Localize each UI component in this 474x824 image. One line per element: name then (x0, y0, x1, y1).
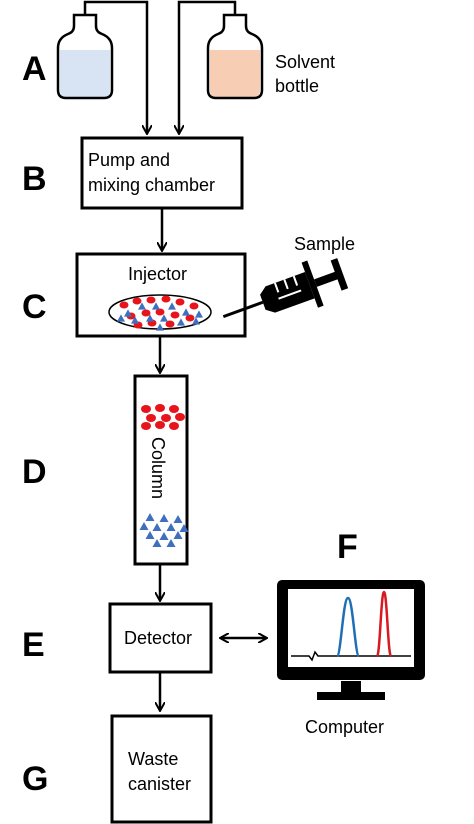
waste-label-line1: Waste (128, 749, 178, 769)
sample-particle-red (165, 320, 175, 328)
step-letter-g: G (22, 760, 48, 798)
column-blue-band (139, 512, 189, 548)
sample-particle-blue (138, 302, 146, 310)
sample-particle-blue (152, 302, 160, 310)
sample-particle-red (155, 308, 165, 316)
sample-particle-blue (195, 310, 203, 318)
column-particle-blue (173, 530, 183, 540)
column-particle-red (155, 404, 165, 412)
sample-particle-blue (168, 302, 176, 310)
column-particle-blue (159, 513, 169, 523)
tube-left-to-pump (83, 0, 147, 133)
step-letter-d: D (22, 453, 47, 491)
step-letter-a: A (22, 50, 47, 88)
column-red-band (141, 404, 185, 430)
step-letter-b: B (22, 160, 47, 198)
computer-icon (277, 580, 425, 700)
solvent-bottle-left (56, 13, 114, 100)
chromatogram-peak-blue (335, 596, 361, 658)
bottle-left-liquid (60, 50, 110, 97)
column-particle-red (169, 422, 179, 430)
injector-label: Injector (128, 264, 187, 284)
column-particle-blue (166, 522, 176, 532)
sample-particle-blue (156, 323, 164, 331)
pump-box (80, 136, 244, 210)
bottle-right-outline (206, 13, 264, 100)
column-particle-blue (152, 522, 162, 532)
sample-particle-blue (124, 309, 132, 317)
column-particle-red (141, 422, 151, 430)
column-particle-blue (145, 512, 155, 522)
chromatogram-peak-red (375, 590, 393, 658)
column-particle-blue (152, 538, 162, 548)
sample-label: Sample (294, 234, 355, 254)
column-particle-red (146, 414, 156, 422)
column-label: Column (148, 437, 168, 499)
detector-box (108, 602, 213, 674)
solvent-bottle-label-line1: Solvent (275, 52, 335, 72)
solvent-bottle-right (206, 13, 264, 100)
column-particle-red (141, 405, 151, 413)
column-particle-red (161, 414, 171, 422)
computer-label: Computer (305, 717, 384, 737)
sample-particle-blue (160, 314, 168, 322)
sample-particle-red (146, 296, 156, 304)
pump-label-line1: Pump and (88, 150, 170, 170)
sample-particle-blue (192, 317, 200, 325)
column-particle-blue (145, 530, 155, 540)
column-particle-blue (139, 521, 149, 531)
column-particle-blue (159, 531, 169, 541)
bottle-right-liquid (210, 50, 260, 97)
solvent-bottle-label-line2: bottle (275, 76, 319, 96)
injector-particles (117, 295, 203, 331)
column-particle-blue (179, 523, 189, 533)
detector-label: Detector (124, 628, 192, 648)
column-particle-blue (166, 538, 176, 548)
tube-right-to-pump (179, 0, 237, 133)
sample-particle-red (185, 314, 195, 322)
column-particle-red (175, 413, 185, 421)
sample-particle-blue (117, 314, 125, 322)
sample-particle-red (119, 301, 129, 309)
sample-particle-red (141, 309, 151, 317)
sample-particle-red (175, 298, 185, 306)
sample-particle-blue (146, 314, 154, 322)
pump-label-line2: mixing chamber (88, 175, 215, 195)
sample-particle-red (170, 311, 180, 319)
syringe-icon (222, 258, 349, 319)
column-particle-red (155, 421, 165, 429)
sample-particle-blue (177, 318, 185, 326)
bottle-left-outline (56, 13, 114, 100)
sample-particle-blue (131, 316, 139, 324)
column-particle-red (169, 405, 179, 413)
column-particle-blue (173, 514, 183, 524)
sample-particle-red (132, 297, 142, 305)
sample-particle-red (189, 302, 199, 310)
step-letter-f: F (337, 528, 358, 566)
step-letter-e: E (22, 626, 45, 664)
sample-particle-red (161, 295, 171, 303)
sample-particle-blue (182, 308, 190, 316)
waste-box (110, 714, 213, 824)
chromatogram-baseline (291, 650, 411, 662)
waste-label-line2: canister (128, 774, 191, 794)
step-letter-c: C (22, 288, 47, 326)
